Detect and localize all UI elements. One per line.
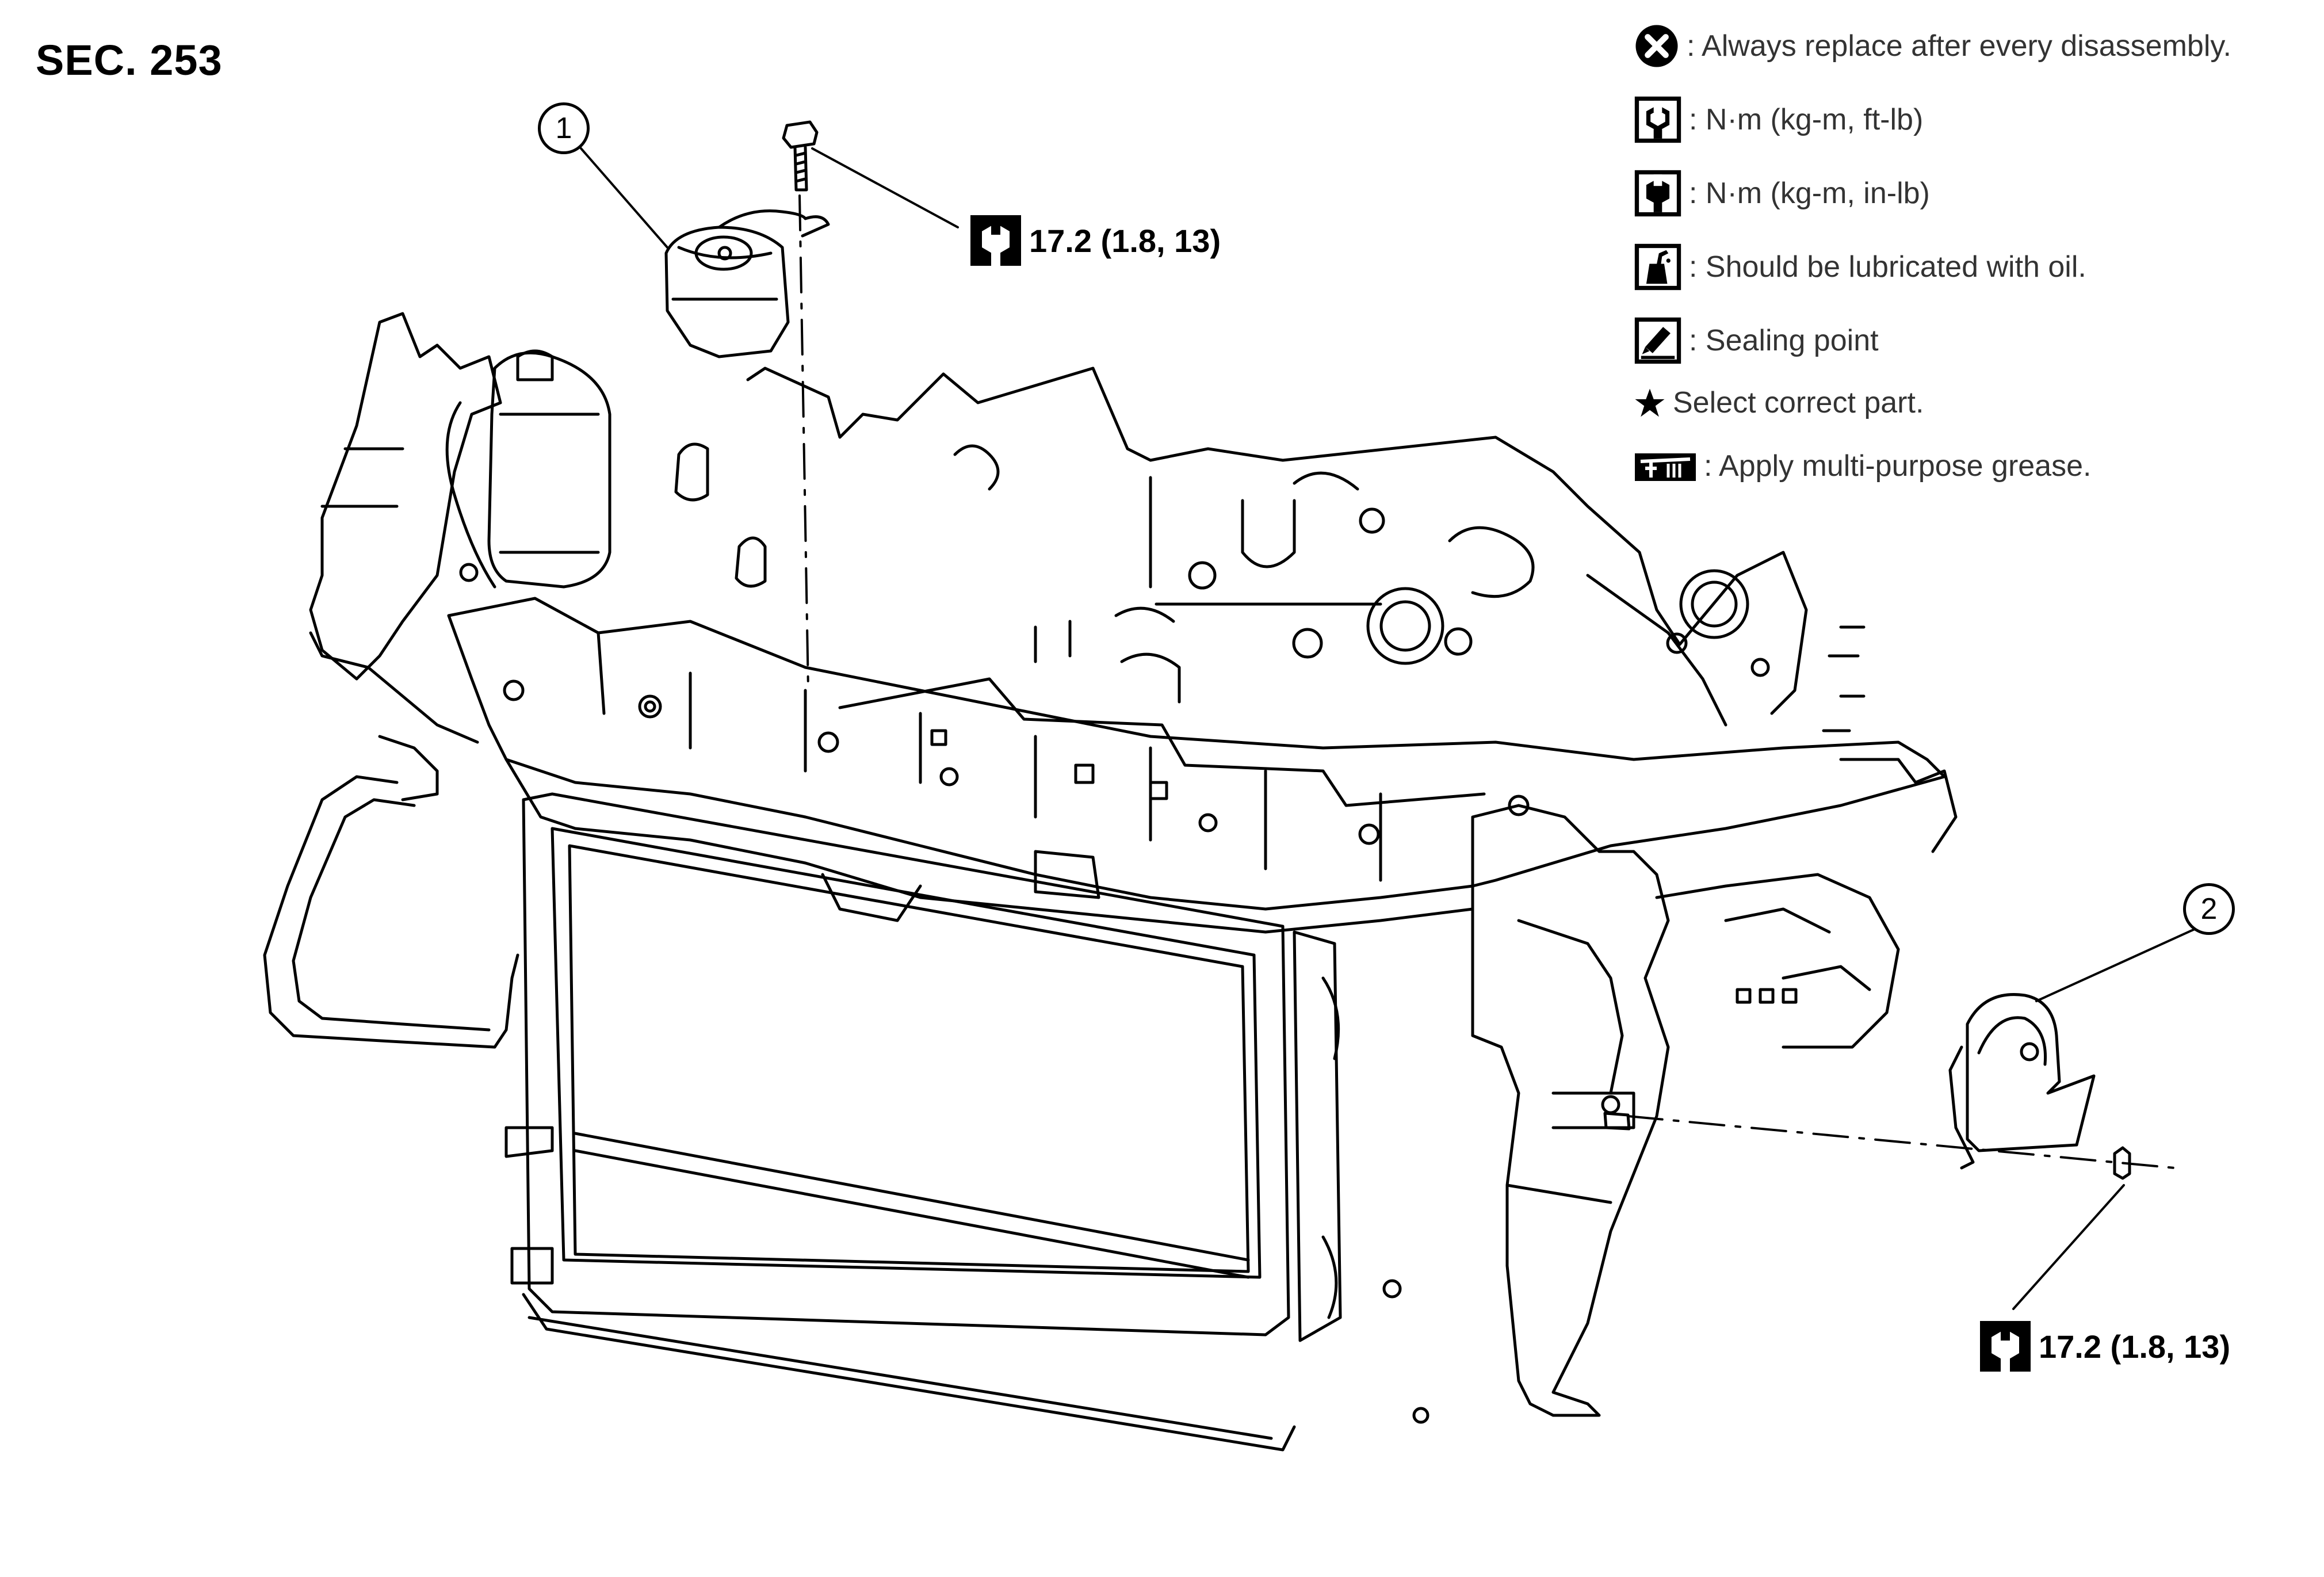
legend-sealing-text: : Sealing point bbox=[1689, 324, 1879, 357]
legend-torque-ftlb-text: : N·m (kg-m, ft-lb) bbox=[1689, 103, 1924, 136]
legend-select: Select correct part. bbox=[1634, 374, 1924, 432]
horn-1-bolt bbox=[782, 120, 819, 192]
horn-1-alignment-line bbox=[798, 194, 809, 692]
legend-replace: : Always replace after every disassembly… bbox=[1634, 17, 2231, 75]
legend-lubricate: : Should be lubricated with oil. bbox=[1634, 238, 2086, 296]
horn-1-drawing bbox=[664, 209, 830, 358]
legend-torque-inlb: : N·m (kg-m, in-lb) bbox=[1634, 165, 1930, 222]
section-label: SEC. 253 bbox=[36, 36, 223, 84]
engine-block bbox=[674, 366, 1866, 732]
callout-2-number: 2 bbox=[2200, 892, 2218, 926]
legend-grease-text: : Apply multi-purpose grease. bbox=[1704, 449, 2092, 483]
callout-1-number: 1 bbox=[555, 112, 572, 145]
legend-grease: : Apply multi-purpose grease. bbox=[1634, 437, 2091, 495]
right-bracket bbox=[1471, 758, 1958, 1417]
horn-2-alignment-line bbox=[1627, 1115, 2176, 1169]
coolant-reservoir bbox=[445, 349, 611, 589]
grease-icon bbox=[1635, 453, 1696, 481]
legend-torque-inlb-text: : N·m (kg-m, in-lb) bbox=[1689, 177, 1930, 210]
torque-value-top: 17.2 (1.8, 13) bbox=[1029, 222, 1221, 259]
callout-2-leader bbox=[2035, 928, 2196, 1002]
torque-top-leader bbox=[811, 147, 959, 228]
torque-wrench-icon bbox=[1980, 1321, 2031, 1373]
x-circle-icon bbox=[1635, 25, 1678, 67]
legend-replace-text: : Always replace after every disassembly… bbox=[1687, 29, 2231, 63]
legend-lubricate-text: : Should be lubricated with oil. bbox=[1689, 250, 2086, 284]
callout-2: 2 bbox=[2183, 883, 2235, 935]
torque-wrench-icon bbox=[1634, 96, 1681, 143]
torque-spec-right: 17.2 (1.8, 13) bbox=[1979, 1318, 2230, 1375]
radiator-hose bbox=[263, 735, 519, 1049]
horn-2-nut bbox=[2113, 1146, 2131, 1180]
core-support-upper bbox=[447, 597, 1946, 934]
legend-sealing: : Sealing point bbox=[1634, 312, 1879, 369]
callout-1: 1 bbox=[538, 102, 590, 154]
legend-torque-ftlb: : N·m (kg-m, ft-lb) bbox=[1634, 91, 1923, 148]
torque-wrench-icon bbox=[970, 215, 1021, 267]
left-apron bbox=[309, 312, 525, 744]
callout-1-leader bbox=[580, 147, 668, 249]
horn-2-drawing bbox=[1948, 993, 2096, 1170]
torque-right-leader bbox=[2012, 1184, 2125, 1310]
torque-value-right: 17.2 (1.8, 13) bbox=[2039, 1328, 2231, 1365]
torque-spec-top: 17.2 (1.8, 13) bbox=[969, 212, 1221, 269]
radiator bbox=[504, 792, 1429, 1452]
oil-can-icon bbox=[1634, 243, 1681, 291]
star-icon bbox=[1635, 388, 1665, 417]
bracket-bolt bbox=[1603, 1112, 1631, 1131]
torque-wrench-filled-icon bbox=[1634, 170, 1681, 217]
legend-select-text: Select correct part. bbox=[1673, 386, 1924, 419]
sealant-tube-icon bbox=[1634, 317, 1681, 364]
